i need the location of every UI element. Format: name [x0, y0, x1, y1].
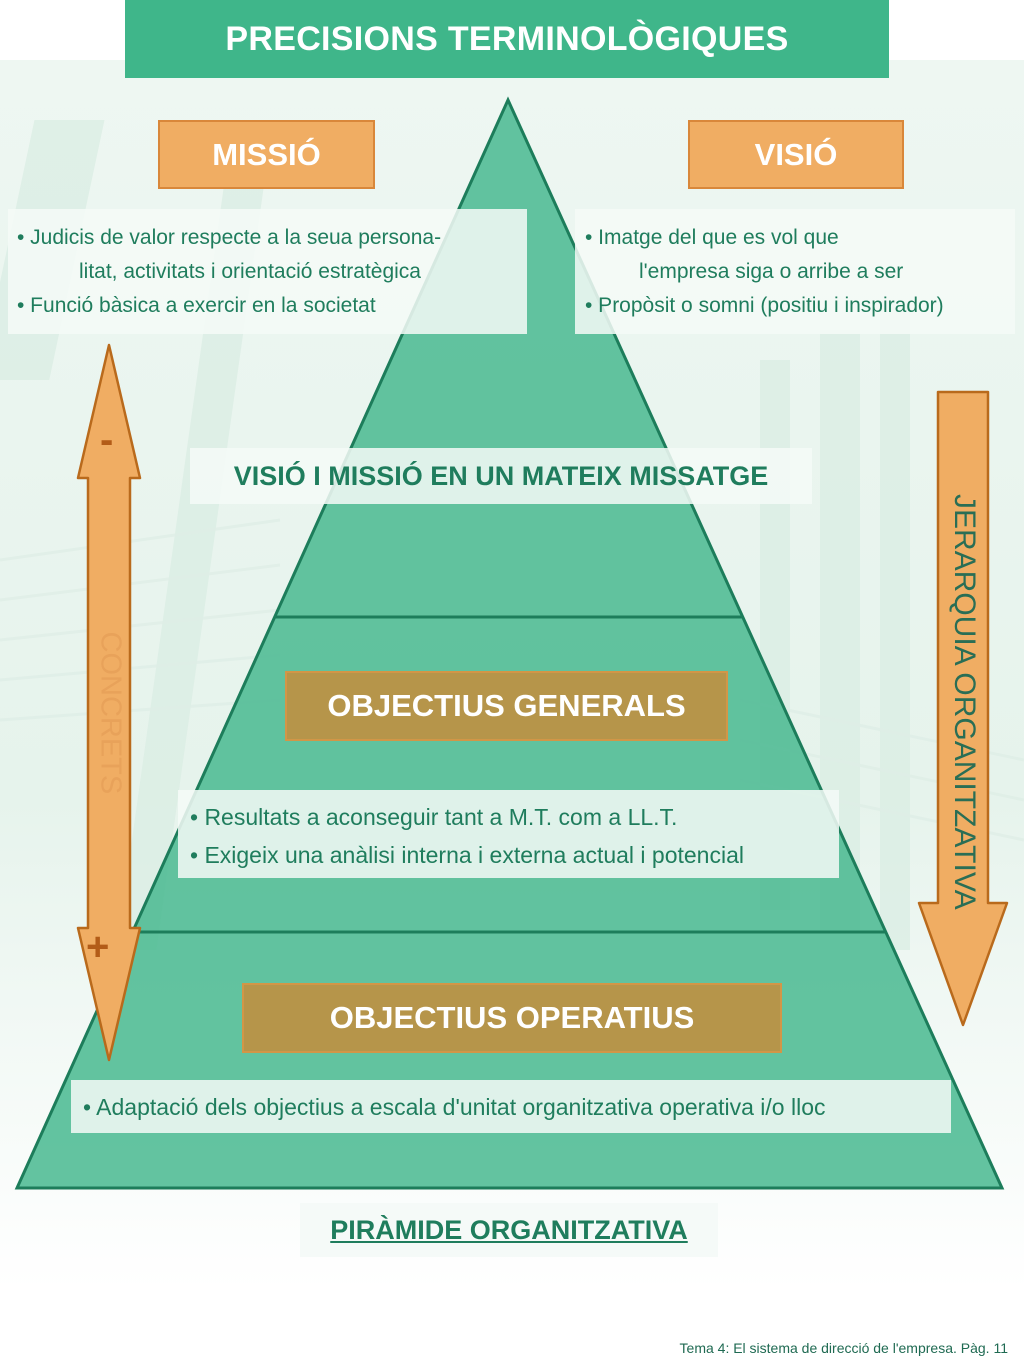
less-concrete-sign: -: [100, 418, 114, 462]
objectius-operatius-label: OBJECTIUS OPERATIUS: [242, 983, 782, 1053]
concrets-double-arrow: [76, 343, 142, 1062]
generals-bullet: • Exigeix una anàlisi interna i externa …: [190, 842, 744, 868]
jerarquia-label: JERARQUIA ORGANITZATIVA: [948, 494, 981, 910]
objectius-generals-label: OBJECTIUS GENERALS: [285, 671, 728, 741]
visio-bullet: • Imatge del que es vol que: [585, 226, 839, 249]
pyramid-top-label: VISIÓ I MISSIÓ EN UN MATEIX MISSATGE: [190, 448, 812, 504]
missio-description: • Judicis de valor respecte a la seua pe…: [8, 209, 527, 334]
visio-bullet: • Propòsit o somni (positiu i inspirador…: [585, 294, 944, 317]
page-footer: Tema 4: El sistema de direcció de l'empr…: [679, 1340, 1008, 1356]
page-title: PRECISIONS TERMINOLÒGIQUES: [125, 0, 889, 78]
pyramid-shape: [14, 96, 1005, 1190]
jerarquia-down-arrow: [917, 390, 1009, 1027]
objectius-operatius-description: • Adaptació dels objectius a escala d'un…: [71, 1080, 951, 1133]
visio-label-box: VISIÓ: [688, 120, 904, 189]
missio-label-box: MISSIÓ: [158, 120, 375, 189]
missio-bullet-continuation: litat, activitats i orientació estratègi…: [79, 260, 421, 283]
concrets-label: CONCRETS: [94, 631, 127, 795]
missio-bullet: • Funció bàsica a exercir en la societat: [17, 294, 376, 317]
pyramid-caption: PIRÀMIDE ORGANITZATIVA: [300, 1203, 718, 1257]
more-concrete-sign: +: [86, 925, 110, 969]
objectius-generals-description: • Resultats a aconseguir tant a M.T. com…: [178, 790, 839, 878]
operatius-bullet: • Adaptació dels objectius a escala d'un…: [83, 1094, 826, 1120]
missio-bullet: • Judicis de valor respecte a la seua pe…: [17, 226, 442, 249]
visio-description: • Imatge del que es vol que l'empresa si…: [575, 209, 1015, 334]
generals-bullet: • Resultats a aconseguir tant a M.T. com…: [190, 804, 678, 830]
visio-bullet-continuation: l'empresa siga o arribe a ser: [639, 260, 904, 283]
